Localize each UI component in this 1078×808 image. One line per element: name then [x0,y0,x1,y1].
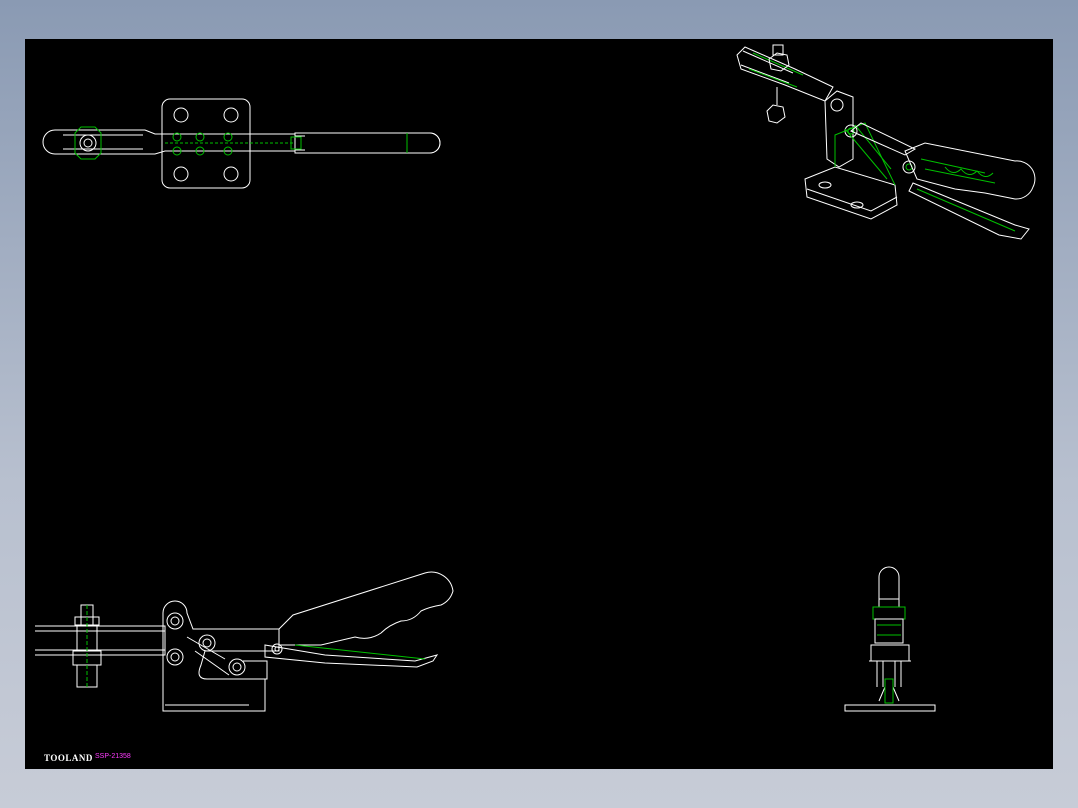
end-view [844,566,936,712]
drawing-viewport[interactable]: TOOLAND SSP-21358 [25,39,1053,769]
top-view [42,98,441,189]
part-code-label: SSP-21358 [95,753,131,760]
side-view [35,571,454,712]
isometric-view [736,44,1036,240]
brand-label: TOOLAND [44,753,93,763]
